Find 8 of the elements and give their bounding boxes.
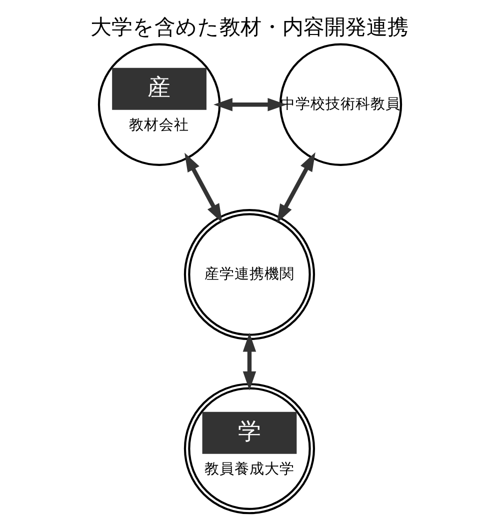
diagram-title: 大学を含めた教材・内容開発連携 xyxy=(90,14,408,39)
arrow xyxy=(213,98,286,112)
node-circle: 産学連携機関 xyxy=(183,208,315,340)
node-circle: 産 教材会社 xyxy=(97,43,220,166)
arrow xyxy=(276,152,315,224)
arrow xyxy=(242,332,256,390)
arrow xyxy=(184,152,222,223)
node-circle: 学 教員養成大学 xyxy=(183,383,315,514)
